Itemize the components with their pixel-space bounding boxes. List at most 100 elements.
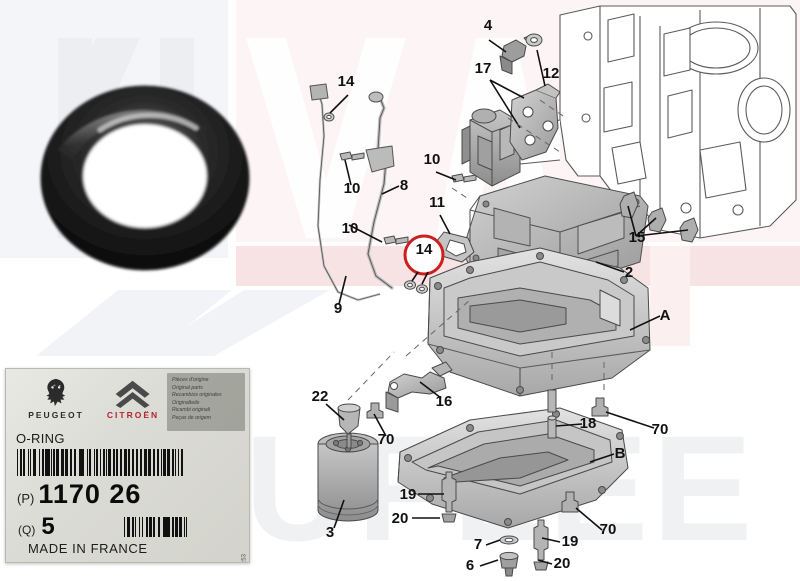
callout-4: 4 <box>484 17 493 34</box>
barcode-bar <box>41 449 44 476</box>
callout-70: 70 <box>600 521 617 538</box>
barcode-bar <box>124 517 126 537</box>
callout-19: 19 <box>400 486 417 503</box>
barcode-bar <box>60 449 64 476</box>
label-part-number-row: (P) 1170 26 <box>17 479 141 510</box>
callout-10: 10 <box>424 151 441 168</box>
stud-group-19 <box>441 471 549 561</box>
barcode-bar <box>157 517 161 537</box>
highlight-circle-14 <box>403 234 445 276</box>
callout-17: 17 <box>475 60 492 77</box>
barcode-bar <box>56 449 60 476</box>
callout-6: 6 <box>466 557 474 574</box>
bolt-group-10 <box>339 151 477 245</box>
callout-3: 3 <box>326 524 334 541</box>
barcode-bar <box>178 517 182 537</box>
callout-16: 16 <box>436 393 453 410</box>
barcode-bar <box>160 449 162 476</box>
barcode-bar <box>120 449 122 476</box>
barcode-bar <box>20 449 22 476</box>
barcode-bar <box>143 449 147 476</box>
seal-part-12 <box>525 33 543 47</box>
chevrons-logo <box>116 380 150 409</box>
label-date-code: 24/03/2021 - 10:53 <box>241 554 247 562</box>
barcode-bar <box>86 449 88 476</box>
barcode-bar <box>47 449 50 476</box>
drain-seal-part-7 <box>499 535 519 545</box>
callout-A: A <box>660 307 671 324</box>
drain-plug-part-6 <box>499 551 519 577</box>
barcode-bar <box>73 449 77 476</box>
brand-peugeot: PEUGEOT <box>22 377 90 420</box>
barcode-bar <box>152 449 156 476</box>
barcode-bar <box>127 517 130 537</box>
barcode-bar <box>183 517 185 537</box>
seal-o-ring-group <box>323 112 428 294</box>
barcode-bar <box>131 449 134 476</box>
barcode-bar <box>147 449 151 476</box>
brand-citroen-name: CITROËN <box>106 410 160 420</box>
callout-15: 15 <box>629 229 646 246</box>
main-oil-pan-part-A <box>427 247 651 397</box>
barcode-bar <box>165 517 168 537</box>
barcode-bar <box>33 449 37 476</box>
brand-citroen: CITROËN <box>94 377 172 420</box>
label-quantity-row: (Q) 5 <box>18 513 55 541</box>
barcode-bar <box>65 449 68 476</box>
callout-14: 14 <box>416 241 433 258</box>
barcode-bar <box>23 449 26 476</box>
barcode-bar <box>181 449 183 476</box>
callout-22: 22 <box>312 388 329 405</box>
barcode-bar <box>145 517 148 537</box>
barcode-bar <box>149 517 152 537</box>
barcode-bar <box>78 449 82 476</box>
barcode-bar <box>82 449 85 476</box>
barcode-bar <box>105 449 107 476</box>
callout-70: 70 <box>652 421 669 438</box>
barcode-bar <box>153 517 156 537</box>
barcode-bar <box>52 449 56 476</box>
barcode-bar <box>89 449 92 476</box>
barcode-bar <box>27 449 29 476</box>
barcode-bar <box>123 449 127 476</box>
barcode-bar <box>93 449 95 476</box>
callout-19: 19 <box>562 533 579 550</box>
barcode-bar <box>17 449 18 476</box>
barcode-bar <box>127 449 131 476</box>
label-part-key: (P) <box>17 491 35 506</box>
barcode-bar <box>178 449 180 476</box>
barcode-part-number <box>17 449 197 476</box>
barcode-bar <box>163 449 166 476</box>
barcode-bar <box>162 517 165 537</box>
label-part-name: O-RING <box>16 431 65 446</box>
barcode-bar <box>171 517 174 537</box>
barcode-bar <box>157 449 159 476</box>
barcode-bar <box>30 449 32 476</box>
barcode-bar <box>138 517 140 537</box>
barcode-bar <box>113 449 115 476</box>
baffle-clip-group-15 <box>619 191 699 243</box>
barcode-gap <box>187 517 189 537</box>
brand-peugeot-name: PEUGEOT <box>28 410 84 420</box>
callout-11: 11 <box>429 194 445 211</box>
lion-logo <box>46 378 66 407</box>
label-part-number: 1170 26 <box>38 479 142 509</box>
label-language-3: Originalteile <box>172 399 200 406</box>
callout-20: 20 <box>392 510 409 527</box>
barcode-bar <box>168 517 170 537</box>
barcode-quantity <box>124 517 204 537</box>
barcode-bar <box>186 517 188 537</box>
dipstick-tube-part-8 <box>365 91 395 290</box>
barcode-bar <box>38 449 41 476</box>
barcode-bar <box>99 449 101 476</box>
cartridge-cap-part-22 <box>337 403 361 449</box>
callout-18: 18 <box>580 415 597 432</box>
barcode-bar <box>132 517 134 537</box>
callout-12: 12 <box>543 65 560 82</box>
barcode-bar <box>172 449 174 476</box>
callout-B: B <box>615 445 626 462</box>
label-language-4: Ricambi originali <box>172 407 211 414</box>
